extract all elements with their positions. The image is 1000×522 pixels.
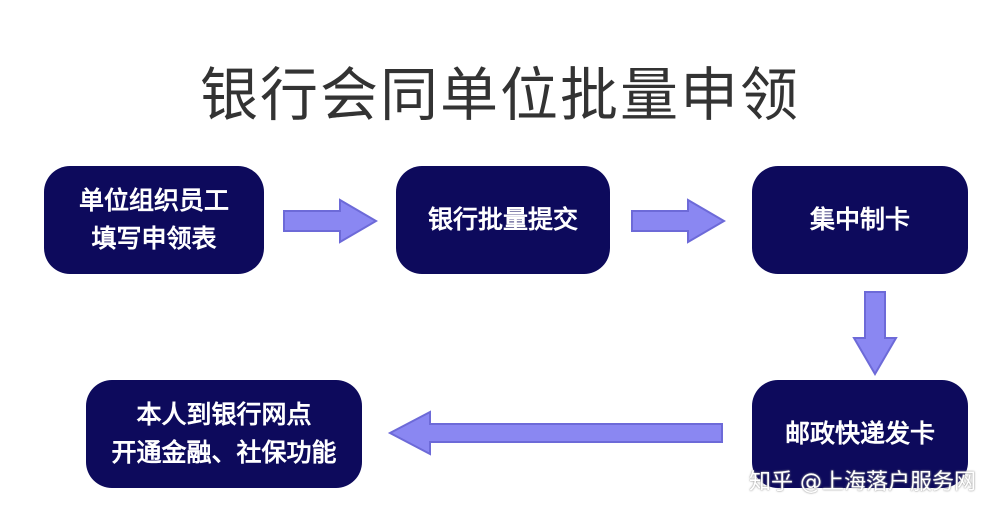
step-activate-at-branch: 本人到银行网点 开通金融、社保功能 (86, 380, 362, 488)
step-activate-line2: 开通金融、社保功能 (111, 438, 337, 467)
step-bank-submit: 银行批量提交 (396, 166, 610, 274)
step-card-production-label: 集中制卡 (809, 205, 910, 234)
arrow-right-2 (631, 198, 726, 244)
step-activate-line1: 本人到银行网点 (136, 400, 312, 429)
arrow-down (852, 291, 898, 376)
step-fill-form-line1: 单位组织员工 (78, 186, 229, 215)
arrow-left (387, 410, 723, 456)
step-fill-form: 单位组织员工 填写申领表 (44, 166, 264, 274)
step-express-delivery: 邮政快递发卡 (752, 380, 968, 488)
diagram-title: 银行会同单位批量申领 (199, 61, 800, 129)
arrow-right-1 (283, 198, 378, 244)
step-express-delivery-label: 邮政快递发卡 (784, 419, 935, 448)
step-bank-submit-label: 银行批量提交 (427, 205, 578, 234)
step-fill-form-line2: 填写申领表 (91, 224, 217, 253)
step-card-production: 集中制卡 (752, 166, 968, 274)
watermark: 知乎 @上海落户服务网 (749, 470, 976, 495)
